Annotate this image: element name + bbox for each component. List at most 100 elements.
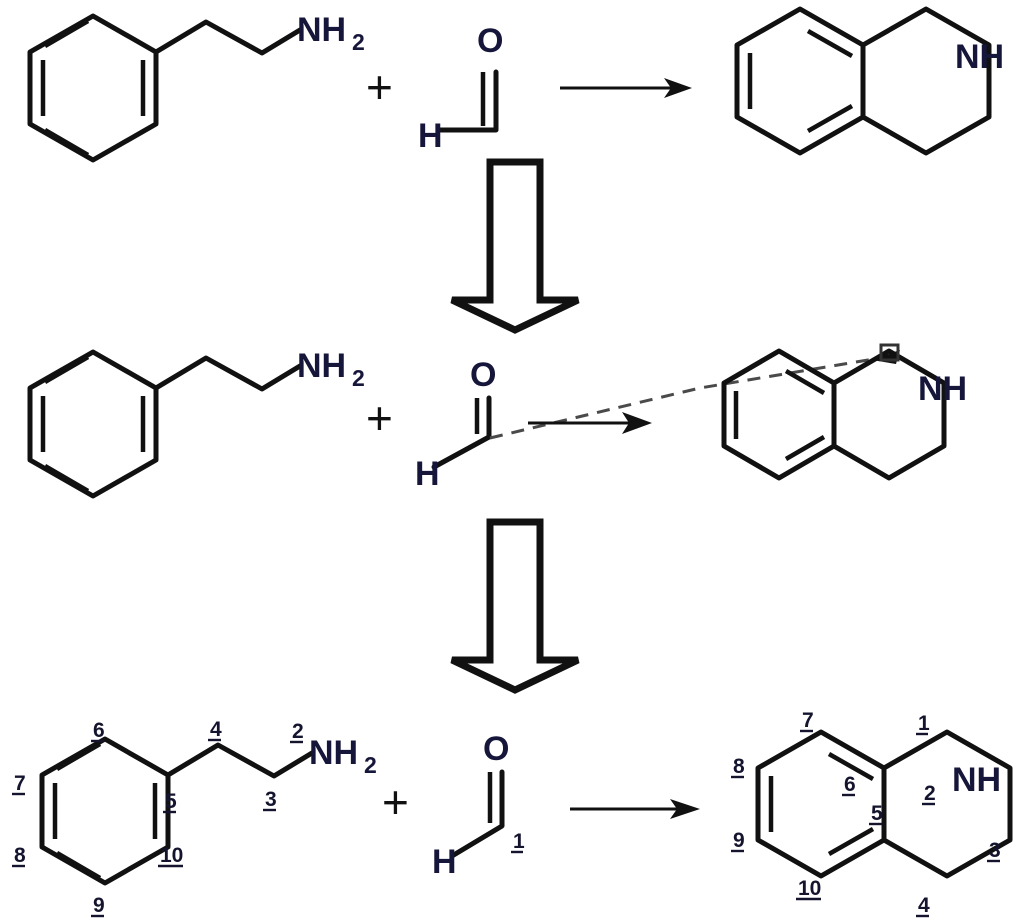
formaldehyde-bonds: [449, 769, 505, 859]
atom-number-9: 9: [731, 829, 745, 853]
atom-number-8: 8: [731, 755, 745, 779]
atom-number-text: 3: [265, 788, 277, 811]
atom-number-6: 6: [91, 719, 105, 743]
benzene-ring-bonds: [27, 13, 159, 163]
row-mapping: NH 2 + O H: [27, 343, 967, 499]
atom-number-text: 4: [210, 718, 222, 741]
molecule-formaldehyde-row3[interactable]: O H 1: [432, 730, 525, 881]
atom-numbers-phenethylamine: 2 3 4 5 6: [12, 718, 304, 918]
molecule-formaldehyde-row2[interactable]: O H: [415, 356, 496, 493]
plus-sign-row1: +: [366, 61, 393, 113]
molecule-formaldehyde-row1[interactable]: O H: [418, 22, 503, 155]
atom-number-text: 5: [165, 790, 177, 813]
atom-number-2: 2: [922, 782, 936, 806]
atom-number-5: 5: [869, 802, 883, 826]
atom-number-10: 10: [796, 877, 821, 901]
row-numbered: NH 2 2 3 4: [12, 709, 1013, 918]
ethylamine-chain-bonds: [165, 742, 315, 779]
atom-number-text: 7: [802, 709, 814, 732]
reaction-arrow-row1: [560, 78, 692, 98]
reaction-arrow-row2: [528, 412, 652, 434]
atom-number-3: 3: [987, 839, 1001, 863]
atom-number-4: 4: [916, 894, 930, 918]
atom-number-text: 6: [93, 719, 105, 742]
atom-number-7: 7: [12, 772, 26, 796]
formaldehyde-bonds: [435, 69, 499, 133]
atom-number-7: 7: [800, 709, 814, 733]
thiq-aromatic-inner-b: [806, 29, 854, 58]
carbonyl-oxygen-label: O: [483, 730, 509, 768]
atom-number-1: 1: [511, 830, 525, 854]
aromatic-inner-bond-b: [55, 742, 102, 771]
amine-hydrogen-count: 2: [352, 29, 365, 55]
amine-hydrogen-count: 2: [364, 752, 377, 778]
thiq-nh-label: NH: [952, 761, 1001, 799]
aromatic-inner-bond-c: [55, 851, 102, 880]
block-arrow-2: [450, 518, 580, 694]
atom-number-text: 2: [924, 782, 936, 805]
aldehyde-hydrogen-label: H: [415, 455, 440, 493]
atom-number-text: 2: [292, 720, 304, 743]
thiq-aromatic-inner-c: [827, 827, 875, 856]
aldehyde-hydrogen-label: H: [432, 843, 457, 881]
atom-number-text: 9: [93, 894, 105, 917]
atom-number-text: 8: [14, 844, 26, 867]
atom-number-8: 8: [12, 844, 26, 868]
benzene-ring-bonds: [39, 736, 171, 886]
aromatic-inner-bond-c: [43, 128, 90, 157]
atom-mapping-dashed-line: [489, 356, 881, 440]
mapping-target-marker[interactable]: [872, 343, 900, 364]
thiq-saturated-ring: [881, 729, 1013, 879]
amine-nitrogen-label: NH: [297, 347, 346, 385]
molecule-thiq-row1[interactable]: NH: [734, 6, 1004, 156]
carbonyl-oxygen-label: O: [477, 22, 503, 60]
atom-number-5: 5: [163, 790, 177, 814]
amine-nitrogen-label: NH: [309, 734, 358, 772]
atom-number-text: 9: [733, 829, 745, 852]
reaction-arrow-row3: [570, 799, 700, 819]
aromatic-inner-bond-b: [43, 19, 90, 48]
aromatic-inner-bond-b: [43, 355, 90, 384]
thiq-aromatic-ring: [755, 729, 887, 879]
ethylamine-chain-bonds: [153, 355, 303, 392]
aldehyde-hydrogen-label: H: [418, 117, 443, 155]
thiq-aromatic-ring: [721, 348, 837, 481]
atom-number-6: 6: [842, 773, 856, 797]
atom-number-text: 7: [14, 772, 26, 795]
atom-number-2: 2: [290, 720, 304, 744]
molecule-phenethylamine-row1[interactable]: NH 2: [27, 11, 365, 163]
atom-number-text: 4: [918, 894, 930, 917]
aromatic-inner-bond-c: [43, 464, 90, 493]
atom-number-text: 1: [513, 830, 525, 853]
amine-nitrogen-label: NH: [297, 11, 346, 49]
atom-number-text: 5: [871, 802, 883, 825]
plus-sign-row2: +: [366, 392, 393, 444]
atom-number-10: 10: [158, 844, 183, 868]
atom-number-9: 9: [91, 894, 105, 918]
thiq-aromatic-ring: [734, 6, 866, 156]
molecule-thiq-row2[interactable]: NH: [721, 348, 967, 481]
thiq-aromatic-inner-b: [827, 752, 875, 781]
amine-hydrogen-count: 2: [352, 365, 365, 391]
atom-number-text: 1: [918, 712, 930, 735]
thiq-nh-label: NH: [955, 38, 1004, 76]
thiq-aromatic-inner-c: [806, 104, 854, 133]
molecule-thiq-row3[interactable]: NH 1 2 3 4: [731, 709, 1013, 918]
plus-sign-row3: +: [382, 776, 409, 828]
atom-number-text: 10: [798, 877, 821, 900]
thiq-aromatic-inner-b: [784, 369, 826, 395]
atom-number-text: 3: [989, 839, 1001, 862]
molecule-phenethylamine-row2[interactable]: NH 2: [27, 347, 365, 499]
carbonyl-oxygen-label: O: [470, 356, 496, 394]
atom-number-text: 10: [160, 844, 183, 867]
thiq-aromatic-inner-c: [784, 435, 826, 461]
row-plain: NH 2 + O H: [27, 6, 1004, 163]
thiq-nh-label: NH: [918, 370, 967, 408]
thiq-saturated-ring: [860, 6, 992, 156]
molecule-phenethylamine-row3[interactable]: NH 2 2 3 4: [12, 718, 377, 918]
ethylamine-chain-bonds: [153, 19, 303, 56]
formaldehyde-bonds: [431, 395, 492, 470]
atom-number-1: 1: [916, 712, 930, 736]
